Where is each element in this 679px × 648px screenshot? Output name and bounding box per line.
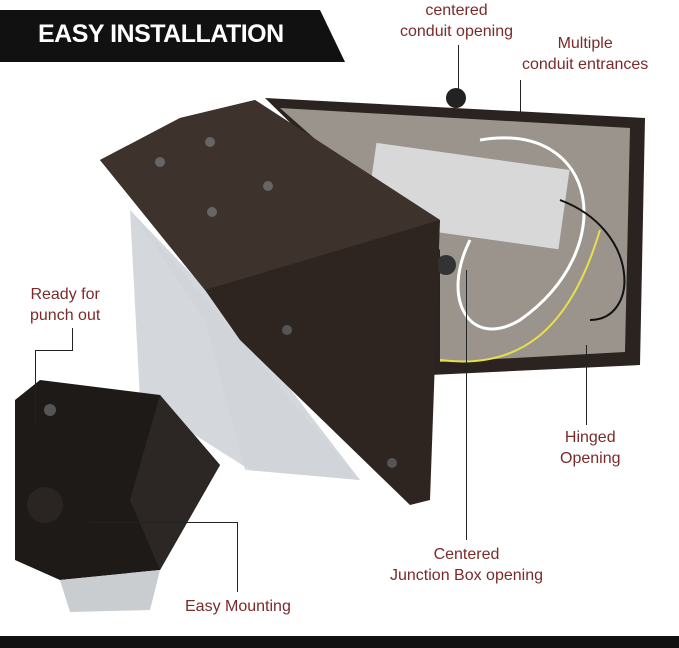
leader-line — [466, 270, 467, 540]
callout-centered-conduit: centered conduit opening — [400, 0, 513, 42]
callout-line: conduit opening — [400, 23, 513, 40]
main-fixture — [100, 100, 440, 505]
callout-line: Junction Box opening — [390, 567, 543, 584]
leader-line — [237, 522, 238, 592]
leader-line — [72, 328, 73, 350]
callout-line: Multiple — [557, 35, 613, 52]
callout-line: Ready for — [30, 286, 100, 303]
leader-line — [35, 350, 36, 425]
callout-line: Centered — [433, 546, 500, 563]
callout-line: Opening — [560, 450, 621, 467]
callout-line: conduit entrances — [522, 56, 649, 73]
title-banner — [0, 10, 345, 62]
bottom-bar — [0, 636, 679, 648]
leader-line — [90, 522, 238, 523]
callout-hinged: Hinged Opening — [560, 427, 621, 469]
leader-line — [520, 80, 521, 115]
open-housing — [265, 88, 645, 375]
callout-multiple-conduit: Multiple conduit entrances — [522, 33, 648, 75]
callout-line: punch out — [30, 307, 101, 324]
leader-line — [35, 350, 73, 351]
callout-junction-box: Centered Junction Box opening — [390, 544, 543, 586]
callout-line: Hinged — [564, 429, 616, 446]
leader-line — [458, 45, 459, 90]
leader-line — [586, 345, 587, 425]
banner-title: EASY INSTALLATION — [38, 20, 284, 48]
callout-punch-out: Ready for punch out — [30, 284, 100, 326]
callout-easy-mounting: Easy Mounting — [185, 598, 291, 615]
callout-line: centered — [425, 2, 488, 19]
secondary-fixture — [15, 380, 220, 612]
